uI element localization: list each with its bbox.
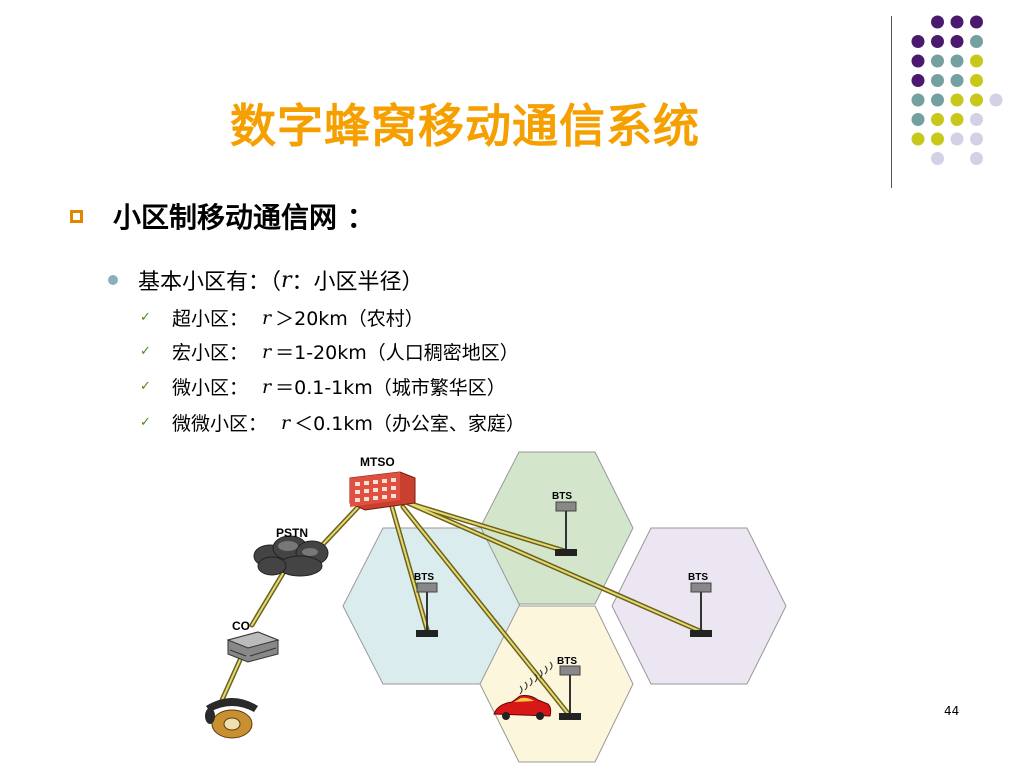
decor-dot — [911, 132, 925, 146]
decor-dot — [970, 152, 983, 165]
decor-dot — [931, 74, 944, 87]
list-item: ✓ 微小区： r＝0.1-1km（城市繁华区） — [140, 373, 506, 400]
check-icon: ✓ — [140, 379, 151, 394]
bts-label: BTS — [688, 572, 708, 583]
decor-dot — [970, 93, 983, 107]
decor-dot — [970, 74, 983, 87]
item-rest: ＝1-20km（人口稠密地区） — [275, 342, 519, 364]
item-var: r — [262, 306, 272, 329]
decor-dot — [950, 15, 964, 29]
decor-dot — [950, 74, 964, 87]
item-rest: ＜0.1km（办公室、家庭） — [294, 413, 525, 435]
decor-dot — [950, 35, 964, 48]
item-name: 微微小区： — [172, 413, 268, 435]
bts-label: BTS — [557, 656, 577, 667]
item-name: 宏小区： — [172, 342, 249, 364]
cellular-network-diagram: MTSO PSTN CO BTS BTS — [205, 451, 787, 763]
decor-dot — [911, 93, 925, 107]
item-var: r — [262, 340, 272, 363]
decor-dot — [911, 113, 925, 126]
decor-divider — [891, 16, 892, 188]
cell-hex-bottom — [479, 605, 634, 763]
slide-title: 数字蜂窝移动通信系统 — [230, 99, 700, 153]
mtso-label: MTSO — [360, 455, 395, 469]
decor-dot — [950, 132, 964, 146]
check-icon: ✓ — [140, 415, 151, 430]
decor-dot — [911, 35, 925, 48]
telephone-icon — [205, 698, 258, 739]
co-label: CO — [232, 619, 250, 633]
item-var: r — [281, 411, 291, 434]
bts-tower-icon — [690, 582, 712, 637]
pstn-label: PSTN — [276, 526, 308, 540]
decor-dot — [970, 113, 983, 126]
check-icon: ✓ — [140, 344, 151, 359]
decor-dot — [931, 113, 944, 126]
car-icon — [493, 695, 552, 720]
decor-dot — [950, 93, 964, 107]
decor-dot — [931, 152, 944, 165]
square-bullet-icon — [70, 209, 83, 223]
decor-dot — [970, 15, 983, 29]
item-rest: ＝0.1-1km（城市繁华区） — [275, 377, 506, 399]
decor-dot — [911, 74, 925, 87]
decor-dot-grid — [911, 15, 1003, 165]
round-bullet-icon — [108, 275, 118, 285]
heading-cellular-network: 小区制移动通信网 ： — [70, 196, 375, 236]
item-var: r — [262, 375, 272, 398]
decor-dot — [989, 93, 1003, 107]
subheading-prefix: 基本小区有：（ — [138, 270, 282, 295]
item-rest: ＞20km（农村） — [275, 308, 424, 330]
list-item: ✓ 宏小区： r＝1-20km（人口稠密地区） — [140, 338, 519, 365]
co-building-icon — [226, 631, 280, 663]
decor-dot — [931, 132, 944, 146]
mtso-building-icon — [349, 471, 416, 511]
decor-dot — [970, 35, 983, 48]
bts-label: BTS — [552, 491, 572, 502]
decor-dot — [931, 35, 944, 48]
bts-tower-icon — [559, 665, 581, 720]
bts-tower-icon — [416, 582, 438, 637]
decor-dot — [950, 113, 964, 126]
decor-dot — [970, 132, 983, 146]
decor-dot — [911, 54, 925, 68]
bts-label: BTS — [414, 572, 434, 583]
cell-hex-right — [611, 527, 787, 685]
check-icon: ✓ — [140, 310, 151, 325]
decor-dot — [970, 54, 983, 68]
bts-tower-icon — [555, 501, 577, 556]
page-number: 44 — [944, 704, 960, 718]
subheading-var: r — [281, 267, 292, 293]
radio-wave-icon — [519, 661, 553, 695]
item-name: 超小区： — [172, 308, 249, 330]
heading-text: 小区制移动通信网 ： — [113, 201, 375, 234]
decor-dot — [931, 54, 944, 68]
decor-dot — [931, 93, 944, 107]
subheading-basic-cells: 基本小区有：（r：小区半径） — [108, 264, 424, 296]
decor-dot — [950, 54, 964, 68]
list-item: ✓ 超小区： r＞20km（农村） — [140, 304, 424, 331]
item-name: 微小区： — [172, 377, 249, 399]
list-item: ✓ 微微小区： r＜0.1km（办公室、家庭） — [140, 409, 525, 436]
decor-dot — [931, 15, 944, 29]
subheading-suffix: ：小区半径） — [291, 270, 424, 295]
